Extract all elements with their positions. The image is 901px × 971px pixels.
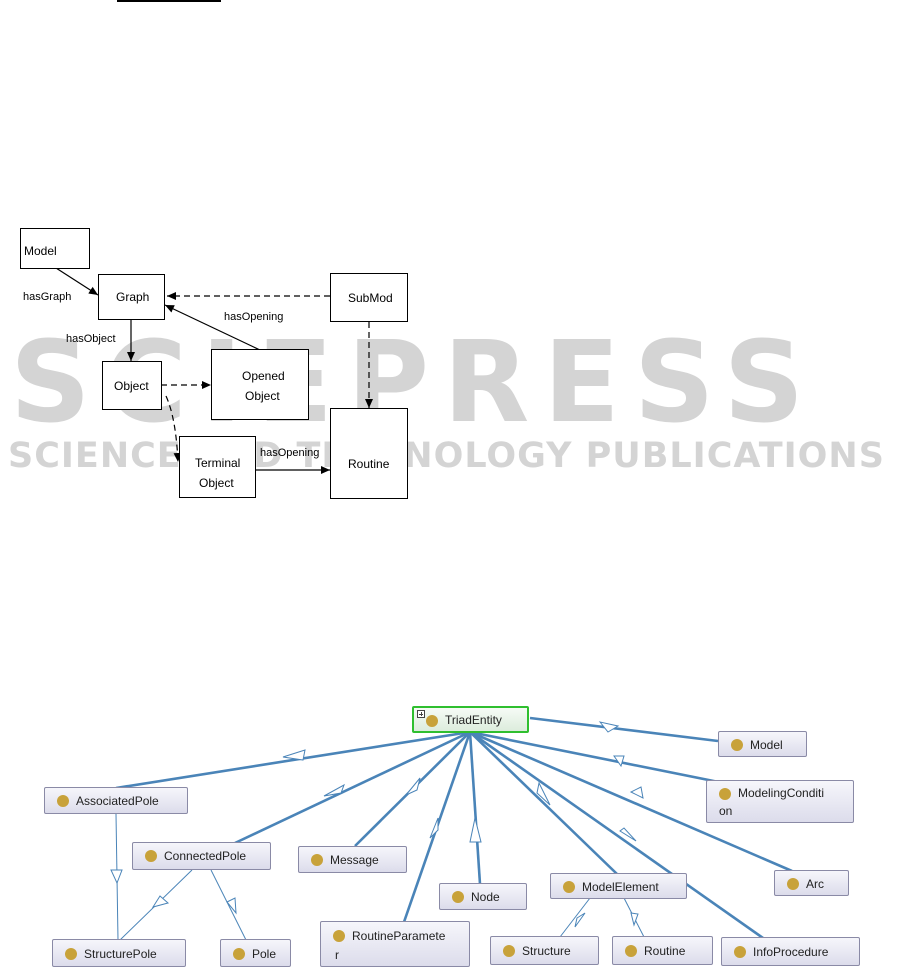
class-node-modelingcondition-line1: ModelingConditi	[738, 786, 825, 800]
class-node-structurepole-label: StructurePole	[84, 947, 157, 961]
box-model: Model	[20, 228, 90, 269]
class-icon	[426, 715, 438, 727]
class-node-structure-label: Structure	[522, 944, 571, 958]
class-node-connectedpole-label: ConnectedPole	[164, 849, 247, 863]
class-node-routine-label: Routine	[644, 944, 686, 958]
class-icon	[57, 795, 69, 807]
box-opened-object: Opened Object	[211, 349, 309, 420]
class-icon	[734, 946, 746, 958]
class-node-associatedpole[interactable]: AssociatedPole	[44, 787, 188, 814]
edge-model-graph	[55, 267, 99, 296]
class-node-connectedpole[interactable]: ConnectedPole	[132, 842, 271, 870]
class-node-associatedpole-label: AssociatedPole	[76, 794, 159, 808]
box-opened-object-line2: Object	[245, 389, 280, 403]
box-terminal-object-line2: Object	[199, 476, 234, 490]
watermark-tagline: SCIENCE AND TECHNOLOGY PUBLICATIONS	[8, 436, 885, 476]
expand-icon[interactable]	[417, 710, 425, 718]
class-node-routine[interactable]: Routine	[612, 936, 713, 965]
class-icon	[65, 948, 77, 960]
box-submod-label: SubMod	[348, 291, 393, 305]
label-has-graph: hasGraph	[23, 291, 72, 303]
class-icon	[625, 945, 637, 957]
class-node-modelelement-label: ModelElement	[582, 880, 659, 894]
class-node-node-label: Node	[471, 890, 500, 904]
class-icon	[731, 739, 743, 751]
box-terminal-object: Terminal Object	[179, 436, 256, 498]
box-submod: SubMod	[330, 273, 408, 322]
class-node-message[interactable]: Message	[298, 846, 407, 873]
class-node-routineparameter-line1: RoutineParamete	[352, 929, 446, 943]
edge-openedobject-graph	[164, 304, 261, 351]
box-model-label: Model	[24, 244, 57, 258]
class-icon	[311, 854, 323, 866]
class-icon	[563, 881, 575, 893]
class-node-message-label: Message	[330, 853, 379, 867]
box-object-label: Object	[114, 379, 149, 393]
class-node-arc[interactable]: Arc	[774, 870, 849, 896]
label-has-opening-top: hasOpening	[224, 311, 284, 323]
class-node-infoprocedure-label: InfoProcedure	[753, 945, 829, 959]
box-opened-object-line1: Opened	[242, 369, 285, 383]
top-rule	[117, 0, 221, 2]
class-node-pole-label: Pole	[252, 947, 277, 961]
class-node-modelingcondition-line2: on	[719, 804, 733, 818]
class-node-arc-label: Arc	[806, 877, 824, 891]
box-routine-label: Routine	[348, 457, 390, 471]
label-has-object: hasObject	[66, 333, 116, 345]
class-node-routineparameter-line2: r	[335, 948, 339, 962]
class-node-infoprocedure[interactable]: InfoProcedure	[721, 937, 860, 966]
box-object: Object	[102, 361, 162, 410]
class-icon	[333, 930, 345, 942]
class-icon	[787, 878, 799, 890]
class-node-triadentity-label: TriadEntity	[445, 713, 502, 727]
class-node-modelelement[interactable]: ModelElement	[550, 873, 687, 899]
class-node-triadentity[interactable]: TriadEntity	[412, 706, 529, 733]
class-node-structure[interactable]: Structure	[490, 936, 599, 965]
class-node-structurepole[interactable]: StructurePole	[52, 939, 186, 967]
class-icon	[145, 850, 157, 862]
class-node-pole[interactable]: Pole	[220, 939, 291, 967]
class-node-modelingcondition[interactable]: ModelingConditi on	[706, 780, 854, 823]
class-node-model-label: Model	[750, 738, 783, 752]
class-icon	[503, 945, 515, 957]
class-icon	[233, 948, 245, 960]
class-node-node[interactable]: Node	[439, 883, 527, 910]
box-terminal-object-line1: Terminal	[195, 456, 241, 470]
label-has-opening-bottom: hasOpening	[260, 447, 320, 459]
box-graph: Graph	[98, 274, 165, 320]
class-node-model[interactable]: Model	[718, 731, 807, 757]
class-icon	[719, 788, 731, 800]
class-node-routineparameter[interactable]: RoutineParamete r	[320, 921, 470, 967]
box-graph-label: Graph	[116, 290, 150, 304]
box-routine: Routine	[330, 408, 408, 499]
class-icon	[452, 891, 464, 903]
edge-object-terminalobject	[165, 395, 182, 463]
